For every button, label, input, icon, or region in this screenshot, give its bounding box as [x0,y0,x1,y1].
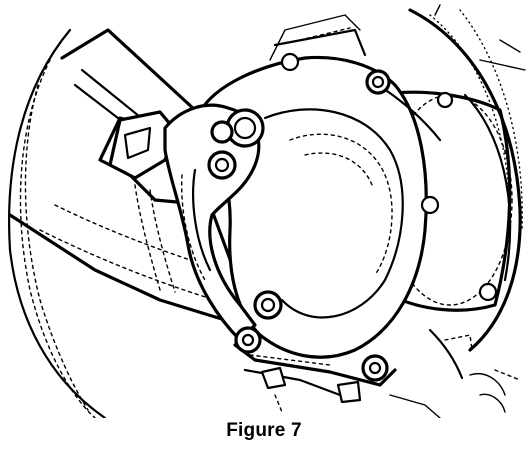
right-hub-stud [420,195,440,215]
upper-hub-stud [436,91,454,109]
lower-caliper-bolt [253,290,283,320]
wheel-rim-arcs [7,28,107,418]
mounting-bolts [207,52,498,382]
middle-bracket-bolt [207,150,237,180]
top-flange-bolt [365,69,391,95]
upper-caliper-bolt [210,108,265,148]
bottom-flange-bolt [361,354,389,382]
top-hub-bolt [280,52,300,72]
steering-knuckle-fragments [428,328,521,413]
brake-caliper-line-drawing [7,4,526,418]
lower-hub-stud [478,282,498,302]
lower-bracket-bolt [234,326,262,354]
figure-caption: Figure 7 [226,420,302,441]
lower-anchor-plate [233,343,441,418]
